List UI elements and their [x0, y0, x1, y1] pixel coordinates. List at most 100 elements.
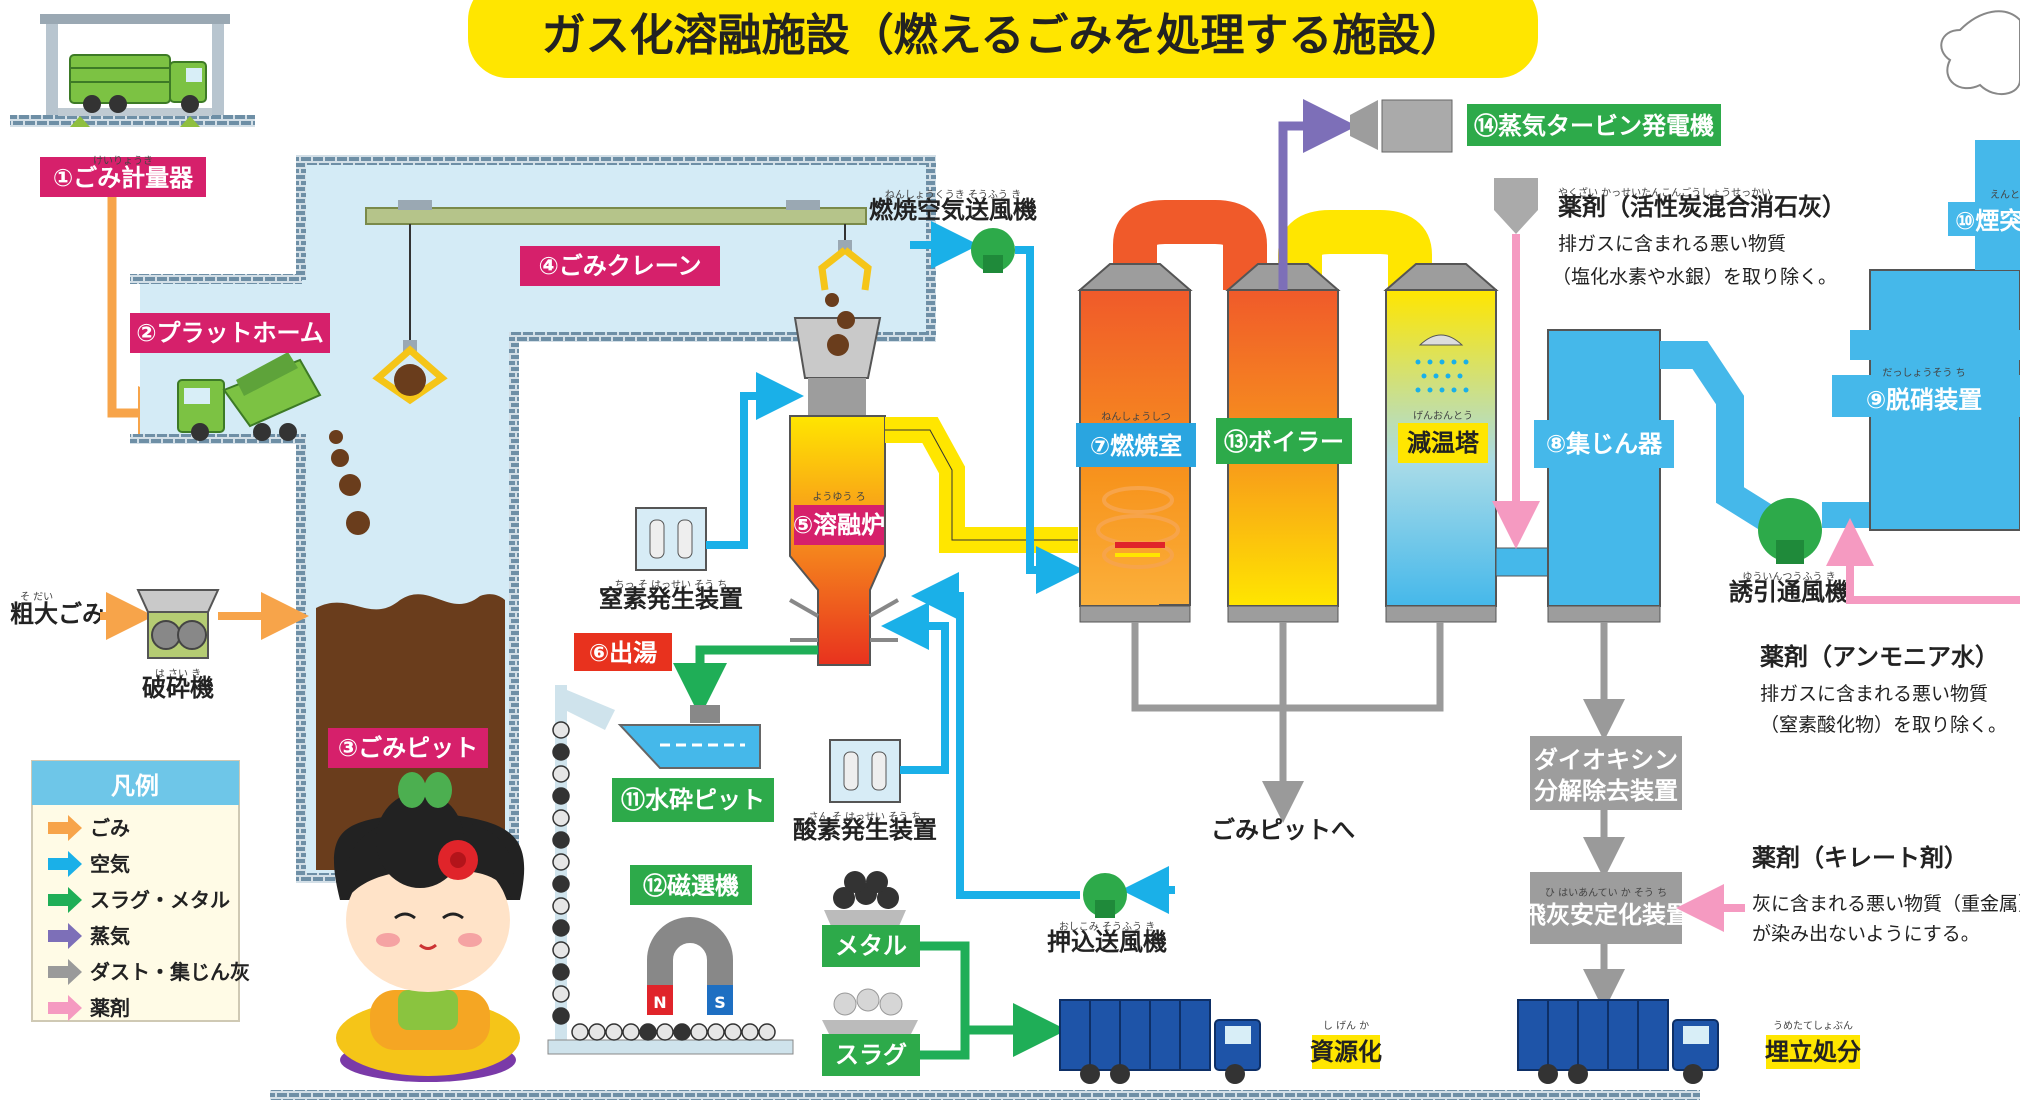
pit-label-box	[328, 728, 488, 768]
legend-arrow-4	[48, 959, 82, 985]
push-fan-label: 押込送風機	[1047, 928, 1167, 956]
crusher-machine	[136, 589, 220, 659]
carbon-title: 薬剤（活性炭混合消石灰）	[1558, 193, 1846, 221]
scale-ruby: けいりょうき	[93, 155, 153, 167]
crane-label: ④ごみクレーン	[538, 252, 701, 280]
cooling-label-box	[1398, 423, 1488, 463]
landfill-ruby: うめたてしょぶん	[1773, 1020, 1853, 1032]
ammonia-arrow	[1826, 518, 2020, 604]
furnace-label: ⑤溶融炉	[793, 511, 885, 539]
conveyor-bead	[622, 1023, 640, 1041]
mascot-character	[333, 772, 525, 1082]
flyash-label: 飛灰安定化装置	[1522, 901, 1690, 929]
bulky-ruby: そ だい	[20, 591, 53, 603]
dust-label: ⑧集じん器	[1546, 430, 1663, 458]
platform-label: ②プラットホーム	[136, 319, 324, 347]
crane-label-box	[520, 246, 720, 286]
dust-label-box	[1534, 420, 1674, 468]
cooling-to-dust-duct	[1495, 547, 1549, 577]
slag-flow-arrow-2	[920, 1030, 970, 1060]
metal-label: メタル	[835, 932, 907, 960]
oxygen-generator	[829, 739, 901, 803]
scale-label: ①ごみ計量器	[53, 164, 194, 192]
ash-collect-lines	[1131, 622, 1444, 712]
elevator-bead	[552, 787, 570, 805]
carbon-line1: 排ガスに含まれる悪い物質	[1558, 233, 1786, 255]
legend-arrow-5	[48, 995, 82, 1021]
crusher-label: 破砕機	[142, 674, 214, 702]
combustion-label: ⑦燃焼室	[1090, 432, 1182, 460]
induced-fan-label: 誘引通風機	[1729, 578, 1849, 606]
magnet-s: S	[714, 993, 726, 1012]
boiler-to-cooling-duct	[1278, 210, 1432, 290]
elevator-bead	[552, 765, 570, 783]
conveyor-bead	[707, 1023, 725, 1041]
magnet-label-box	[630, 865, 752, 905]
conveyor-bead	[724, 1023, 742, 1041]
induced-draft-fan	[1758, 498, 1822, 564]
scale-garage	[10, 14, 255, 127]
slag-label-box	[822, 1034, 920, 1076]
conveyor-bead	[656, 1023, 674, 1041]
tapping-label: ⑥出湯	[589, 639, 657, 667]
denitr-label: ⑨脱硝装置	[1866, 386, 1982, 414]
flyash-unit: 飛灰安定化装置 ひ はいあんてい か そう ち	[1522, 872, 1690, 944]
cooling-ruby: げんおんとう	[1413, 410, 1473, 422]
blower-air-arrow	[1015, 246, 1084, 594]
legend-item-label: 蒸気	[90, 924, 130, 948]
crane-rail	[365, 200, 867, 340]
scale-label-box	[40, 157, 206, 197]
elevator-bead	[552, 831, 570, 849]
metal-label-box	[822, 925, 920, 967]
boiler-label-box	[1216, 418, 1352, 464]
push-fan-ruby: おしこみ そうふう き	[1059, 921, 1155, 933]
legend-arrow-0	[48, 815, 82, 841]
resource-label-box	[1312, 1035, 1380, 1069]
conveyor-bead	[605, 1023, 623, 1041]
title-banner: ガス化溶融施設（燃えるごみを処理する施設）	[468, 0, 1538, 78]
legend-title: 凡例	[111, 772, 159, 800]
elevator-bead	[552, 809, 570, 827]
elevator-bead	[552, 1007, 570, 1025]
water-pit-label-box	[612, 778, 774, 822]
cooling-label: 減温塔	[1407, 429, 1480, 457]
ammonia-title: 薬剤（アンモニア水）	[1760, 643, 1999, 671]
elevator-bead	[552, 853, 570, 871]
landfill-label-box	[1766, 1035, 1860, 1069]
platform-label-box	[130, 313, 330, 353]
metal-flow-arrow	[920, 941, 1067, 1057]
elevator-bead	[552, 897, 570, 915]
hopper	[793, 293, 882, 416]
combustion-ruby: ねんしょうしつ	[1101, 411, 1170, 423]
nitrogen-ruby: ちっ そ はっせい そう ち	[615, 579, 728, 591]
elevator-bead	[552, 941, 570, 959]
legend-item-label: 空気	[90, 852, 130, 876]
turbine-label: ⑭蒸気タービン発電機	[1474, 112, 1714, 140]
garbage-truck-on-scale	[69, 54, 207, 113]
combustion-air-blower	[971, 228, 1015, 273]
blower-label: 燃焼空気送風機	[869, 196, 1037, 224]
magnet-icon: N S	[647, 917, 733, 1015]
legend-item-label: 薬剤	[90, 996, 130, 1020]
page-title: ガス化溶融施設（燃えるごみを処理する施設）	[542, 10, 1465, 61]
elevator-bead	[552, 919, 570, 937]
conveyor-bead	[673, 1023, 691, 1041]
resource-label: 資源化	[1310, 1038, 1382, 1066]
nitrogen-generator	[635, 507, 707, 571]
combustion-label-box	[1076, 423, 1196, 467]
oxygen-label: 酸素発生装置	[793, 816, 937, 844]
bulky-label: 粗大ごみ	[10, 600, 106, 628]
chelate-line2: が染み出ないようにする。	[1752, 923, 1980, 945]
crane-grab-left	[372, 340, 448, 405]
legend-item-label: ごみ	[90, 816, 130, 840]
dioxin-label-2: 分解除去装置	[1534, 777, 1678, 805]
boiler-label: ⑬ボイラー	[1224, 428, 1344, 456]
combustion-to-boiler-duct	[1113, 200, 1267, 290]
conveyor-bead	[639, 1023, 657, 1041]
legend-arrow-2	[48, 887, 82, 913]
magnet-n: N	[653, 993, 666, 1012]
carbon-ruby: やくざい かっせいたんこんごうしょうせっかい	[1558, 186, 1771, 199]
